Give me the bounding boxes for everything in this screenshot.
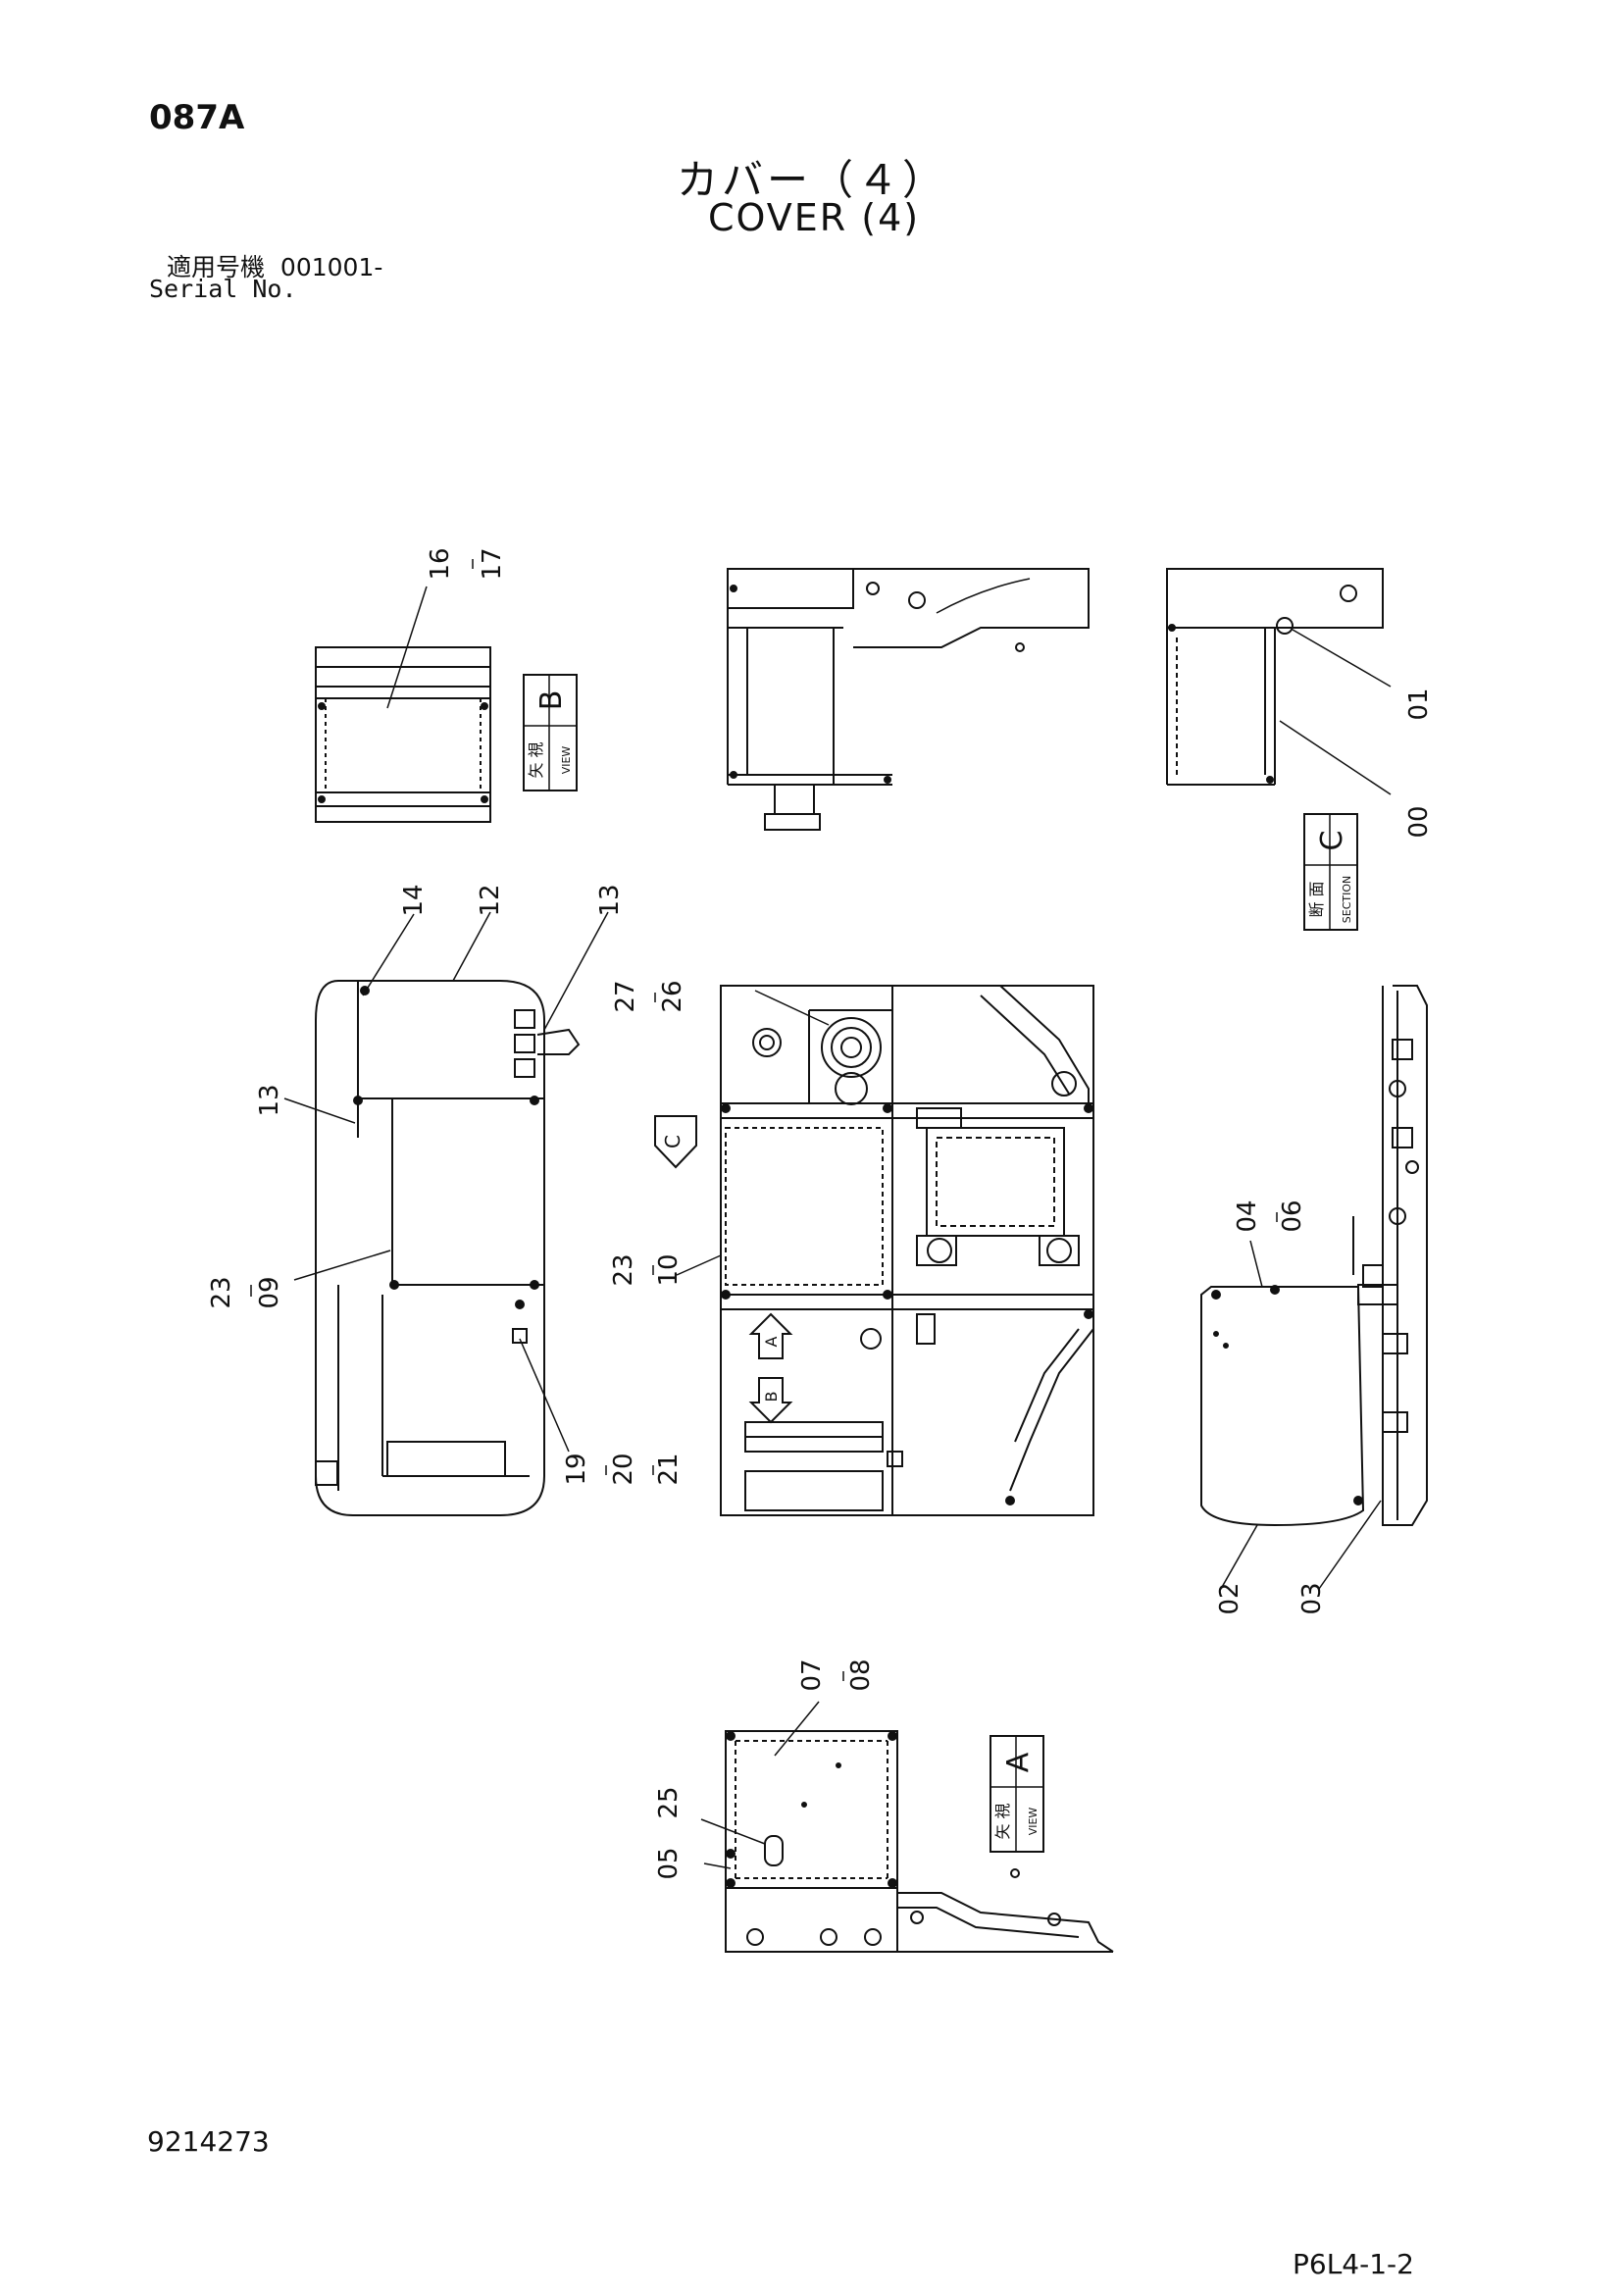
view-b-label: B 矢 視 VIEW (523, 674, 578, 791)
view-c-arrow: C (654, 1115, 697, 1169)
callout-16: 16 (426, 547, 455, 580)
view-a-en: VIEW (1027, 1808, 1040, 1836)
arrow-b-letter: B (762, 1392, 781, 1403)
view-b-drawing (315, 586, 491, 823)
callout-10: 10 (654, 1253, 684, 1286)
callout-21: 21 (654, 1453, 684, 1485)
part-callouts: 16 17 14 12 13 13 23 09 19 20 21 27 26 2… (207, 547, 1434, 1879)
callout-08: 08 (846, 1658, 876, 1691)
reference-code: P6L4-1-2 (1293, 2248, 1414, 2280)
view-a-letter: A (1001, 1752, 1036, 1772)
view-a-label: A 矢 視 VIEW (990, 1735, 1044, 1853)
callout-01: 01 (1404, 688, 1434, 720)
serial-applicability: 適用号機 001001- (167, 248, 382, 283)
callout-09: 09 (255, 1276, 284, 1308)
top-side-elevation (727, 568, 1090, 831)
callout-04: 04 (1233, 1199, 1262, 1232)
serial-label-english: Serial No. (149, 275, 297, 303)
callout-02: 02 (1215, 1582, 1244, 1614)
callout-separators (250, 559, 1278, 1681)
section-c-label: C 断 面 SECTION (1303, 813, 1358, 931)
view-a-drawing (700, 1701, 1114, 1953)
view-b-letter: B (534, 690, 569, 711)
callout-03: 03 (1297, 1582, 1327, 1614)
view-a-arrow: A (748, 1312, 793, 1359)
arrow-a-letter: A (762, 1336, 781, 1347)
callout-23-left: 23 (207, 1276, 236, 1308)
callout-07: 07 (797, 1658, 827, 1691)
serial-value: 001001- (279, 253, 383, 281)
callout-26: 26 (658, 980, 687, 1012)
callout-27: 27 (611, 980, 640, 1012)
callout-19: 19 (562, 1453, 591, 1485)
center-plan-view (676, 985, 1094, 1516)
view-b-en: VIEW (560, 746, 573, 775)
callout-23-center: 23 (609, 1253, 638, 1286)
view-a-jp: 矢 視 (993, 1803, 1012, 1839)
callout-25: 25 (654, 1786, 684, 1818)
serial-label-japanese: 適用号機 (167, 253, 266, 281)
callout-00: 00 (1404, 805, 1434, 838)
arrow-c-letter: C (661, 1135, 685, 1148)
callout-13-left: 13 (255, 1084, 284, 1116)
callout-14: 14 (399, 884, 429, 916)
view-b-jp: 矢 視 (527, 741, 545, 778)
page-title-english: COVER (4) (708, 196, 921, 239)
callout-13-top: 13 (595, 884, 625, 916)
callout-17: 17 (478, 547, 507, 580)
page-code: 087A (149, 98, 245, 137)
page-title-japanese: カバー（４） (677, 156, 948, 204)
left-plan-view (283, 911, 609, 1516)
callout-12: 12 (476, 884, 505, 916)
view-b-arrow: B (748, 1377, 793, 1424)
section-c-jp: 断 面 (1307, 881, 1326, 917)
document-number: 9214273 (147, 2125, 270, 2158)
section-c-en: SECTION (1341, 876, 1353, 923)
callout-06: 06 (1278, 1199, 1307, 1232)
callout-20: 20 (609, 1453, 638, 1485)
section-c-drawing (1166, 568, 1392, 795)
right-side-elevation (1200, 985, 1428, 1590)
section-c-letter: C (1315, 831, 1349, 851)
callout-05: 05 (654, 1847, 684, 1879)
